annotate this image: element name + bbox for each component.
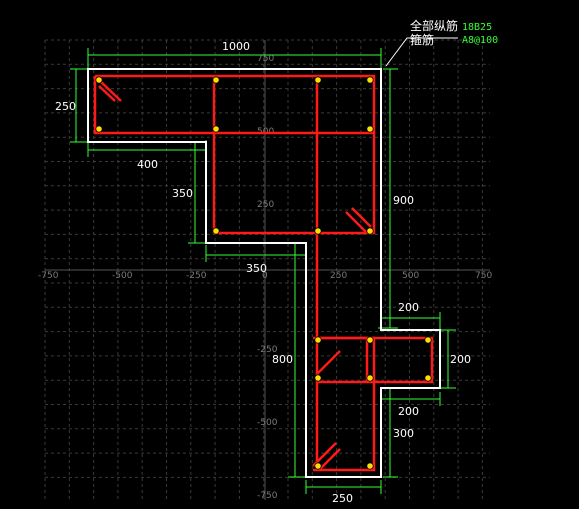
dimension-mid-height: 350 (172, 187, 193, 200)
hook (318, 448, 341, 471)
background-grid (44, 39, 490, 500)
rebar-dot (366, 374, 374, 382)
annotation-longitudinal-value: 18B25 (462, 22, 492, 33)
rebar-dot (366, 336, 374, 344)
rebar-dot (212, 125, 220, 133)
rebar-dot (366, 76, 374, 84)
axis-labels: -750 -500 -250 0 250 500 750 750 500 250… (38, 54, 492, 501)
dimension-stem-lower: 300 (393, 427, 414, 440)
y-axis-label: -500 (257, 418, 278, 428)
hook (316, 350, 341, 375)
stirrup-branch (317, 336, 434, 384)
dimension-branch-side: 200 (450, 353, 471, 366)
rebar-dot (95, 125, 103, 133)
y-axis-label: 750 (257, 54, 274, 64)
hook (98, 79, 122, 102)
rebar-dot (314, 374, 322, 382)
dimension-right-height: 900 (393, 194, 414, 207)
hook (312, 442, 337, 467)
rebar-dot (366, 227, 374, 235)
rebar-dot (95, 76, 103, 84)
dimension-branch-bottom: 200 (398, 405, 419, 418)
x-axis-label: 500 (402, 271, 419, 281)
dimension-top-width: 1000 (222, 40, 250, 53)
dimension-branch-top: 200 (398, 301, 419, 314)
section-outline (87, 68, 441, 478)
rebar-dot (424, 336, 432, 344)
rebar-dot (314, 462, 322, 470)
stirrup-outer (93, 74, 376, 235)
rebar-dot (314, 76, 322, 84)
rebar-dot (366, 125, 374, 133)
dimension-stem-height: 800 (272, 353, 293, 366)
rebar-dot (314, 336, 322, 344)
dimension-left-height: 250 (55, 100, 76, 113)
x-axis-label: -750 (38, 271, 59, 281)
hook (98, 85, 116, 102)
y-axis-label: -750 (257, 491, 278, 501)
longitudinal-bars (95, 76, 432, 470)
rebar-dot (314, 227, 322, 235)
rebar-dot (212, 76, 220, 84)
rebar-dot (212, 227, 220, 235)
annotation-stirrup-value: A8@100 (462, 35, 498, 46)
annotation-leader (385, 37, 458, 67)
hook (351, 207, 372, 228)
x-axis-label: 750 (475, 271, 492, 281)
dimension-mid-step: 350 (246, 262, 267, 275)
x-axis-label: -500 (112, 271, 133, 281)
hook (345, 211, 368, 234)
dimension-stem-width: 250 (332, 492, 353, 505)
x-axis-label: -250 (186, 271, 207, 281)
rebar-dot (424, 374, 432, 382)
y-axis-label: -250 (257, 345, 278, 355)
annotation-stirrup-label: 箍筋 (410, 32, 434, 47)
x-axis-label: 250 (330, 271, 347, 281)
y-axis-label: 250 (257, 200, 274, 210)
dimension-left-step: 400 (137, 158, 158, 171)
rebar-dot (366, 462, 374, 470)
annotation-longitudinal-label: 全部纵筋 (410, 18, 458, 33)
x-axis-label: 0 (262, 271, 268, 281)
